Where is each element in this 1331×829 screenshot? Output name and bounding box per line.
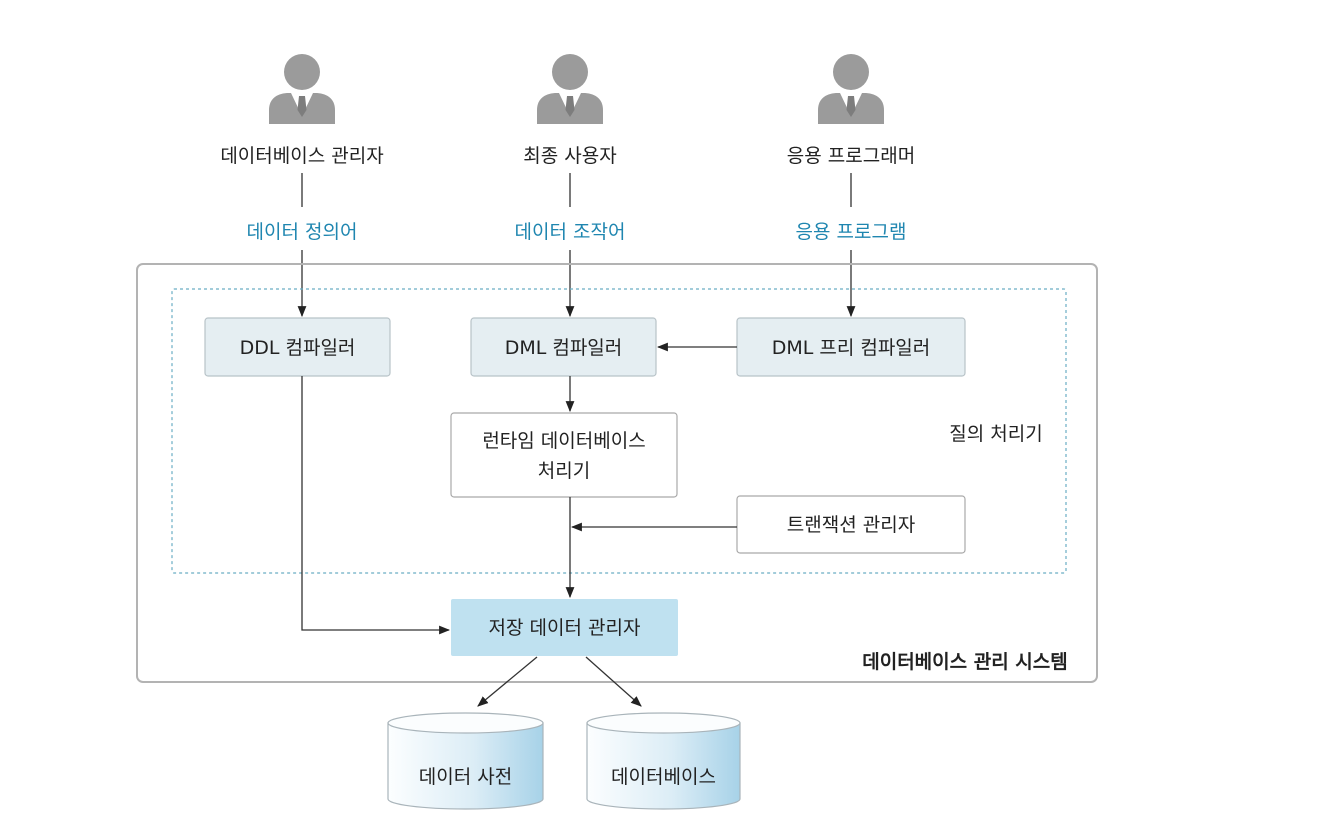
query-processor-boundary (171, 288, 1067, 574)
query-processor-title: 질의 처리기 (949, 423, 1042, 445)
dml-compiler-box: DML 컴파일러 (470, 317, 657, 377)
actor-label: 응용 프로그래머 (787, 145, 915, 167)
actor-end-user: 최종 사용자 데이터 조작어 (515, 54, 626, 318)
dml-precompiler-label: DML 프리 컴파일러 (772, 337, 931, 359)
runtime-processor-label-line2: 처리기 (538, 460, 590, 482)
transaction-manager-box: 트랜잭션 관리자 (736, 495, 966, 554)
database-cylinder: 데이터베이스 (586, 712, 741, 810)
actor-app-programmer: 응용 프로그래머 응용 프로그램 (787, 54, 915, 318)
person-icon (818, 54, 884, 124)
cylinder-body (586, 722, 741, 810)
actor-dba: 데이터베이스 관리자 데이터 정의어 (220, 54, 384, 318)
box-shape (736, 495, 966, 554)
actor-label: 데이터베이스 관리자 (220, 145, 383, 167)
data-dictionary-label: 데이터 사전 (419, 766, 512, 788)
cylinder-body (387, 722, 544, 810)
language-label: 데이터 조작어 (515, 221, 626, 243)
runtime-processor-label-line1: 런타임 데이터베이스 (482, 430, 645, 452)
storage-manager-label: 저장 데이터 관리자 (489, 617, 641, 639)
arrow-storage-to-database (585, 656, 642, 707)
data-dictionary-cylinder: 데이터 사전 (387, 712, 544, 810)
transaction-manager-label: 트랜잭션 관리자 (787, 514, 915, 536)
dml-precompiler-box: DML 프리 컴파일러 (736, 317, 966, 377)
database-label: 데이터베이스 (611, 766, 716, 788)
box-shape (204, 317, 391, 377)
box-shape (450, 412, 678, 498)
language-label: 응용 프로그램 (796, 221, 907, 243)
storage-manager-box: 저장 데이터 관리자 (451, 599, 678, 656)
ddl-compiler-label: DDL 컴파일러 (240, 337, 356, 359)
dbms-boundary (136, 263, 1098, 683)
runtime-processor-box: 런타임 데이터베이스 처리기 (450, 412, 678, 498)
dml-compiler-label: DML 컴파일러 (505, 337, 623, 359)
arrow-ddl-compiler-to-storage-manager (301, 376, 451, 635)
ddl-compiler-box: DDL 컴파일러 (204, 317, 391, 377)
cylinder-top (387, 712, 544, 734)
box-shape (451, 599, 678, 656)
person-icon (269, 54, 335, 124)
arrow-storage-to-data-dictionary (477, 656, 538, 707)
cylinder-top (586, 712, 741, 734)
dbms-title: 데이터베이스 관리 시스템 (862, 651, 1068, 673)
actor-label: 최종 사용자 (523, 145, 616, 167)
language-label: 데이터 정의어 (247, 221, 358, 243)
box-shape (470, 317, 657, 377)
person-icon (537, 54, 603, 124)
